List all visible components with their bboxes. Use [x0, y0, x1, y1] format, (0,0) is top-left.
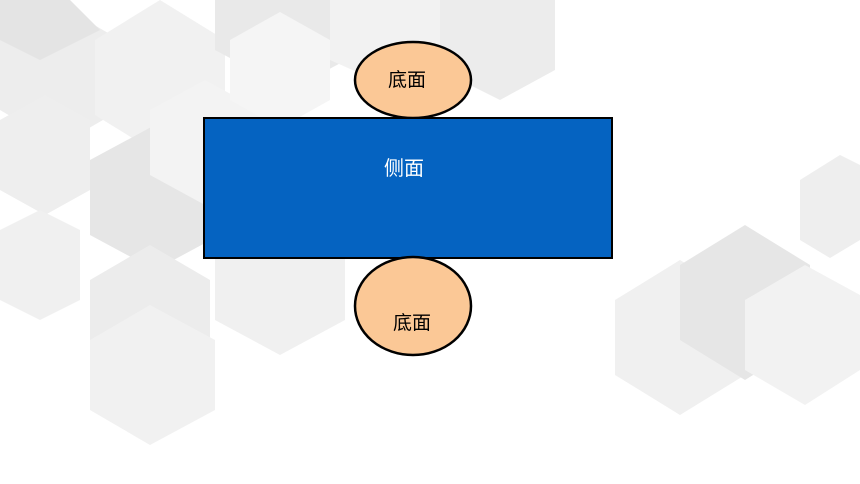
- side-face-rectangle: [203, 117, 613, 259]
- side-face-label: 侧面: [384, 156, 424, 180]
- bg-hexagon: [745, 265, 860, 405]
- top-base: 底面: [353, 40, 473, 120]
- side-face: 侧面: [203, 117, 613, 259]
- bg-hexagon: [0, 210, 80, 320]
- bg-hexagon: [0, 0, 100, 60]
- bg-hexagon: [230, 12, 330, 128]
- bg-hexagon: [800, 155, 860, 258]
- bottom-base-ellipse: [353, 255, 473, 357]
- bg-hexagon: [90, 305, 215, 445]
- bottom-base: 底面: [353, 255, 473, 357]
- top-base-label: 底面: [388, 69, 426, 91]
- bg-hexagon: [0, 95, 90, 215]
- bottom-base-label: 底面: [393, 312, 431, 334]
